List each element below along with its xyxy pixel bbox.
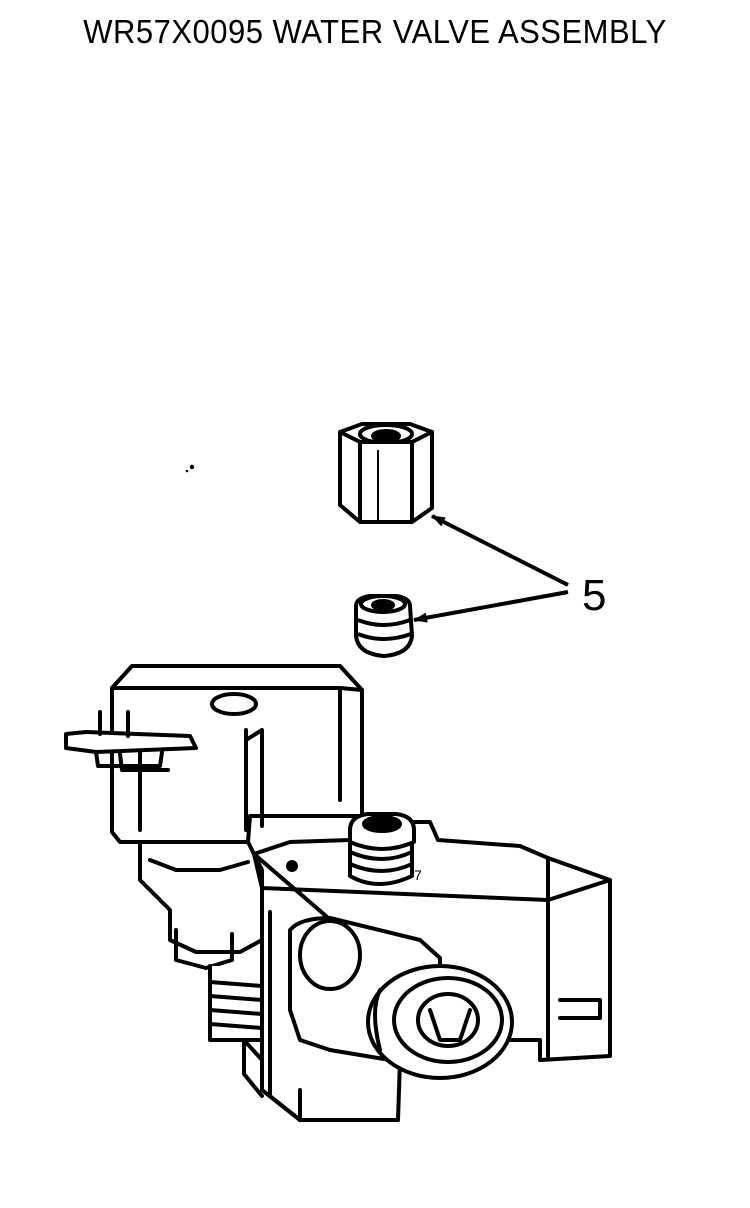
stray-mark xyxy=(185,464,195,473)
diagram-title: WR57X0095 WATER VALVE ASSEMBLY xyxy=(83,12,667,51)
callout-number: 5 xyxy=(582,571,606,620)
svg-text:7: 7 xyxy=(414,867,422,883)
callout-leaders xyxy=(413,514,569,623)
compression-nut xyxy=(338,422,434,524)
water-valve-body: 7 xyxy=(64,664,612,1122)
ferrule-sleeve xyxy=(354,594,414,658)
